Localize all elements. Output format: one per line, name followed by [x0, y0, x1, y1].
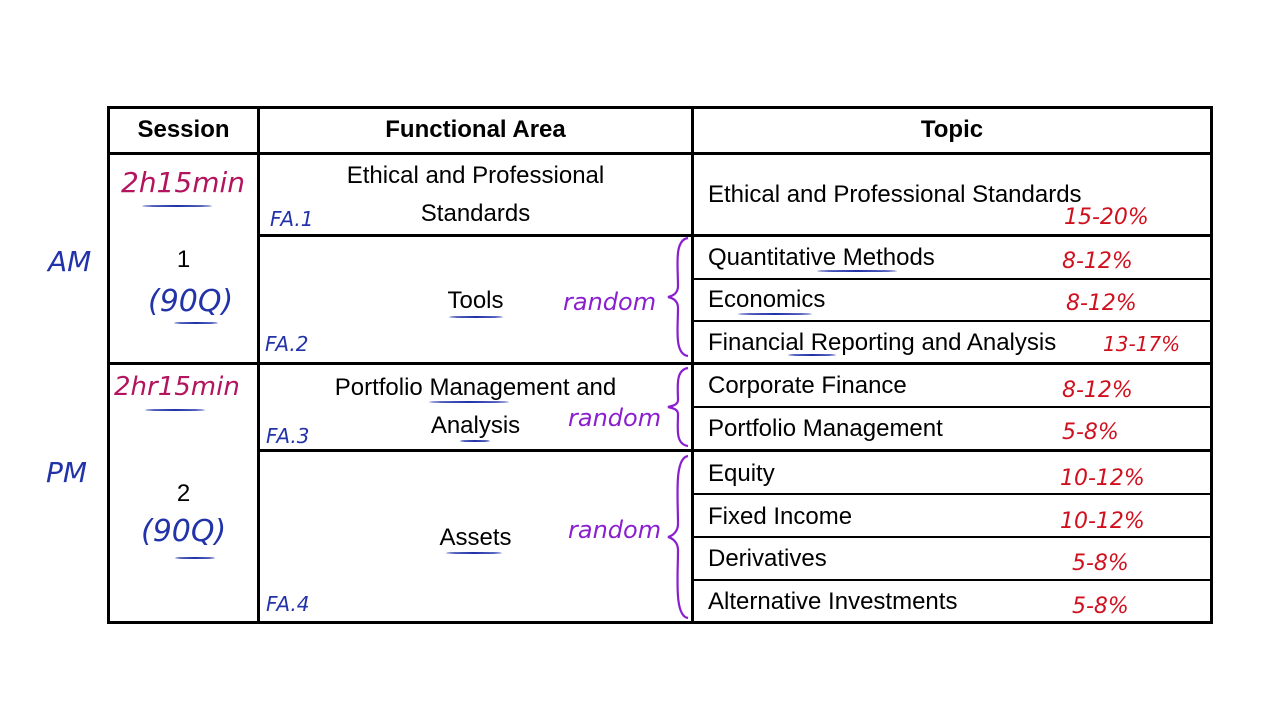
- header-topic: Topic: [920, 116, 984, 143]
- topic-weight-note: 8-12%: [1066, 291, 1137, 316]
- header-functional-area: Functional Area: [385, 116, 566, 143]
- topic-weight-note: 15-20%: [1064, 205, 1149, 230]
- area-1-code-note: FA.1: [270, 207, 314, 231]
- quantitative-underline: [817, 270, 897, 272]
- area-divider-3: [259, 449, 1213, 452]
- topic-divider: [693, 320, 1213, 322]
- topic-name: Fixed Income: [708, 503, 853, 530]
- area-2-label: Tools: [447, 287, 504, 314]
- area-column-divider: [691, 106, 694, 624]
- duration-1-underline: [142, 205, 212, 207]
- session-divider: [107, 362, 1213, 365]
- header-session: Session: [137, 116, 230, 143]
- topic-divider: [693, 579, 1213, 581]
- topic-weight-note: 5-8%: [1062, 420, 1119, 445]
- management-underline: [429, 401, 509, 403]
- financial-underline: [788, 354, 836, 356]
- area-3-label-line1: Portfolio Management and: [334, 374, 617, 401]
- session-2-period-note: PM: [46, 456, 88, 489]
- brace-tools: [667, 236, 689, 358]
- session-2-number: 2: [176, 480, 191, 507]
- session-2-questions-note: (90Q): [141, 514, 227, 549]
- topic-weight-note: 5-8%: [1072, 551, 1129, 576]
- area-3-code-note: FA.3: [266, 424, 310, 448]
- topic-name: Financial Reporting and Analysis: [708, 329, 1057, 356]
- session-1-period-note: AM: [48, 245, 92, 278]
- topic-name: Economics: [708, 286, 826, 313]
- assets-underline: [446, 552, 502, 554]
- session-2-duration-note: 2hr15min: [114, 372, 240, 402]
- topic-divider: [693, 493, 1213, 495]
- area-2-random-note: random: [563, 288, 657, 316]
- area-1-label-line2: Standards: [420, 200, 531, 227]
- area-4-code-note: FA.4: [266, 592, 310, 616]
- topic-divider: [693, 278, 1213, 280]
- tools-underline: [449, 316, 503, 318]
- header-divider: [107, 152, 1213, 155]
- session-1-duration-note: 2h15min: [121, 166, 245, 199]
- area-4-random-note: random: [568, 516, 662, 544]
- topic-name: Corporate Finance: [708, 372, 907, 399]
- topic-weight-note: 8-12%: [1062, 378, 1133, 403]
- economics-underline: [738, 313, 812, 315]
- area-1-label-line1: Ethical and Professional: [346, 162, 605, 189]
- area-4-label: Assets: [439, 524, 512, 551]
- session-1-questions-note: (90Q): [148, 284, 234, 319]
- topic-name: Ethical and Professional Standards: [708, 181, 1082, 208]
- area-divider-1: [259, 234, 1213, 237]
- topic-name: Portfolio Management: [708, 415, 943, 442]
- area-3-label-line2: Analysis: [430, 412, 521, 439]
- questions-1-underline: [174, 322, 218, 324]
- session-column-divider: [257, 106, 260, 624]
- topic-weight-note: 10-12%: [1060, 509, 1145, 534]
- area-3-random-note: random: [568, 404, 662, 432]
- session-1-number: 1: [176, 246, 191, 273]
- topic-weight-note: 10-12%: [1060, 466, 1145, 491]
- brace-portfolio: [667, 366, 689, 448]
- topic-name: Quantitative Methods: [708, 244, 935, 271]
- topic-weight-note: 8-12%: [1062, 249, 1133, 274]
- brace-assets: [667, 454, 689, 620]
- topic-divider: [693, 406, 1213, 408]
- topic-name: Equity: [708, 460, 775, 487]
- exam-table: [107, 106, 1213, 624]
- duration-2-underline: [145, 409, 205, 411]
- area-2-code-note: FA.2: [265, 332, 309, 356]
- topic-name: Derivatives: [708, 545, 827, 572]
- topic-name: Alternative Investments: [708, 588, 958, 615]
- topic-divider: [693, 536, 1213, 538]
- analysis-underline: [460, 440, 490, 442]
- topic-weight-note: 5-8%: [1072, 594, 1129, 619]
- topic-weight-note: 13-17%: [1103, 332, 1181, 356]
- questions-2-underline: [175, 557, 215, 559]
